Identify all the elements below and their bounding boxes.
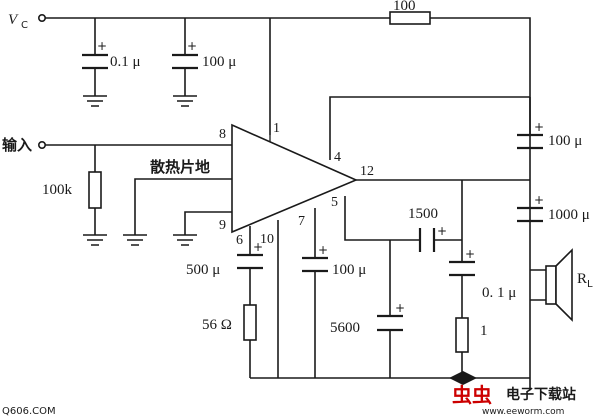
ground-symbol [83, 95, 107, 107]
polarity-marks: + + + + + + + + + [97, 39, 544, 315]
label-c-fb: 1500 [408, 206, 438, 222]
label-c-zobel: 0. 1 μ [482, 285, 516, 301]
cap-pin7-100u [302, 256, 328, 273]
svg-text:+: + [534, 120, 544, 134]
resistors [88, 11, 469, 353]
label-c-pin6: 500 μ [186, 262, 220, 278]
svg-text:+: + [187, 39, 197, 53]
watermark-brand-red: 虫虫 [452, 383, 492, 407]
heatsink-label: 散热片地 [150, 158, 210, 176]
svg-text:+: + [97, 39, 107, 53]
grounds [83, 95, 197, 246]
svg-text:12: 12 [360, 164, 374, 179]
label-r-pin6: 56 Ω [202, 317, 232, 333]
label-c-pin7: 100 μ [332, 262, 366, 278]
cap-5600 [377, 314, 403, 332]
svg-text:+: + [253, 240, 263, 254]
svg-text:8: 8 [219, 127, 226, 142]
ground-symbol [173, 234, 197, 246]
ground-symbol [123, 234, 147, 246]
supply-label: V [8, 12, 19, 28]
label-c-vcc2: 100 μ [202, 54, 236, 70]
input-terminal [37, 141, 46, 150]
label-c-out-top: 100 μ [548, 133, 582, 149]
load-subscript: L [587, 279, 593, 290]
amplifier-ic [231, 123, 359, 234]
resistor-56ohm [243, 304, 257, 341]
watermark-brand-text: 电子下载站 [506, 386, 576, 403]
graduation-cap-icon [449, 371, 477, 385]
svg-text:+: + [318, 243, 328, 257]
svg-text:7: 7 [298, 214, 305, 229]
svg-text:+: + [395, 301, 405, 315]
svg-text:+: + [534, 193, 544, 207]
svg-text:1: 1 [273, 121, 280, 136]
svg-text:6: 6 [236, 233, 243, 248]
svg-text:+: + [437, 224, 447, 238]
resistor-100k [88, 171, 102, 209]
capacitors [82, 53, 543, 332]
label-c-vcc1: 0.1 μ [110, 54, 141, 70]
ground-symbol [173, 95, 197, 107]
label-r-zobel: 1 [480, 323, 488, 339]
cap-pin6-500u [237, 253, 263, 270]
vcc-terminal [37, 14, 46, 23]
ground-symbol [83, 234, 107, 246]
cap-zobel-0p1u [449, 260, 475, 277]
cap-vcc-0p1u [82, 53, 108, 70]
cap-out-1000u [517, 206, 543, 223]
label-r-in: 100k [42, 182, 73, 198]
terminals [37, 14, 46, 150]
labels: V C 输入 散热片地 R L 1 4 5 6 7 8 9 10 12 100 … [2, 0, 593, 339]
label-r-top: 100 [393, 0, 416, 14]
svg-text:10: 10 [260, 232, 274, 247]
svg-text:4: 4 [334, 150, 341, 165]
wires [45, 17, 546, 390]
watermark-site: www.eeworm.com [482, 407, 564, 417]
watermark-source: Q606.COM [2, 406, 56, 417]
svg-text:5: 5 [331, 195, 338, 210]
watermark: Q606.COM 虫虫 电子下载站 www.eeworm.com [2, 371, 576, 417]
svg-text:9: 9 [219, 218, 226, 233]
cap-1500 [418, 228, 436, 252]
label-c-5600: 5600 [330, 320, 360, 336]
speaker-icon [545, 248, 573, 322]
input-label: 输入 [2, 136, 32, 154]
label-c-out-load: 1000 μ [548, 207, 590, 223]
resistor-1 [455, 317, 469, 353]
resistor-100 [389, 11, 431, 25]
supply-subscript: C [21, 20, 28, 31]
cap-vcc-100u [172, 53, 198, 70]
load-label: R [577, 271, 587, 287]
svg-text:+: + [465, 247, 475, 261]
